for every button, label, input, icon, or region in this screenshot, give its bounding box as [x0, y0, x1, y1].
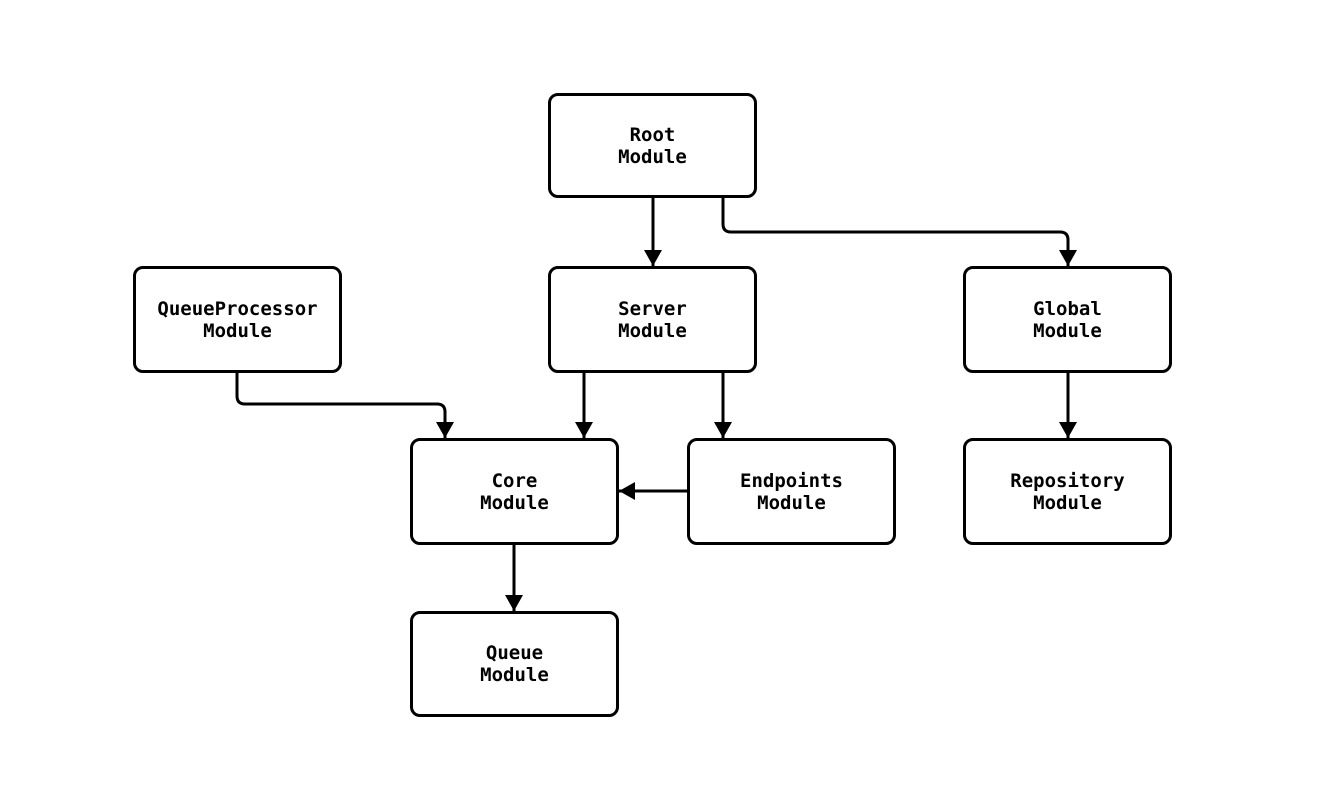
node-label-line1: Core: [491, 469, 538, 492]
node-label-line2: Module: [480, 491, 549, 514]
node-label-line1: Repository: [1010, 469, 1125, 492]
node-label-line1: Queue: [485, 642, 544, 664]
node-label-line2: Module: [480, 664, 549, 686]
node-label-line2: Module: [757, 491, 826, 514]
node-label-line2: Module: [618, 145, 687, 168]
node-label-line2: Module: [1033, 319, 1102, 342]
node-label-line1: Server: [618, 297, 687, 320]
node-label-line2: Module: [1033, 491, 1102, 514]
node-label-line1: Global: [1033, 297, 1102, 320]
node-label-line1: Endpoints: [740, 469, 843, 492]
edge-queueprocessor-to-core: [235, 373, 454, 438]
node-label-line2: Module: [618, 319, 687, 342]
node-label-line1: QueueProcessor: [157, 297, 318, 320]
edge-root-to-global: [721, 198, 1077, 266]
node-label-line1: Root: [629, 123, 676, 146]
node-label-line2: Module: [203, 319, 272, 342]
